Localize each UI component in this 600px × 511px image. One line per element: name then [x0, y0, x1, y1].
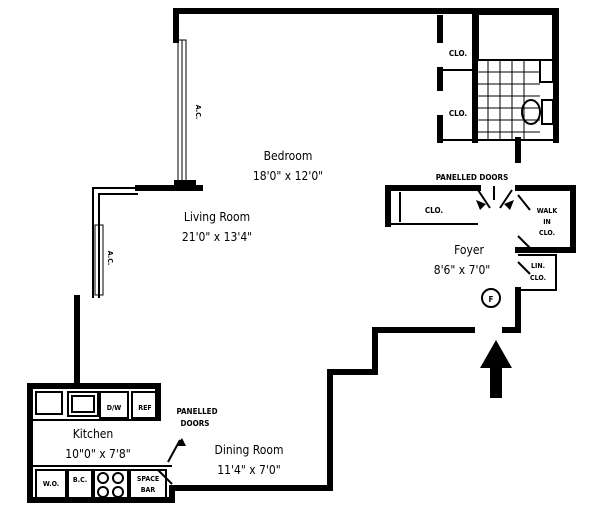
bedroom-closets [437, 8, 478, 143]
kitchen-size: 10"0" x 7'8" [65, 447, 130, 461]
closet-label: CLO. [449, 49, 467, 58]
foyer-name: Foyer [454, 243, 484, 257]
wall-walkin-closet [515, 185, 576, 253]
kitchen-space-label: SPACE [137, 475, 159, 483]
closet-label: CLO. [425, 206, 443, 215]
kitchen-dw-label: D/W [107, 404, 122, 412]
kitchen-bar-label: BAR [141, 486, 156, 494]
wall-linen-closet [518, 254, 557, 291]
wall-stepped [169, 327, 475, 491]
dining-room-name: Dining Room [215, 443, 284, 457]
entry-arrow-icon [480, 340, 512, 398]
bedroom-name: Bedroom [264, 149, 313, 163]
kitchen-sink [35, 391, 63, 415]
panelled-doors-kitchen-label: DOORS [181, 419, 210, 428]
kitchen-name: Kitchen [73, 427, 114, 441]
linen-closet-label: LIN. [531, 262, 545, 270]
ac-label: A.C. [106, 251, 114, 265]
bathtub [477, 13, 554, 61]
kitchen-fixtures [30, 391, 186, 499]
burner-icon [112, 472, 124, 484]
refrigerator [131, 391, 159, 419]
kitchen-bc-label: B.C. [73, 476, 87, 484]
bathroom [477, 13, 554, 140]
burner-icon [112, 486, 124, 498]
bedroom-window [174, 39, 196, 190]
burner-icon [97, 472, 109, 484]
panelled-doors-label: PANELLED DOORS [436, 173, 509, 182]
kitchen-ref-label: REF [138, 404, 151, 412]
living-window [92, 187, 138, 298]
burner-icon [97, 486, 109, 498]
panelled-doors-foyer [476, 186, 514, 210]
entry-marker-label: F [489, 295, 494, 304]
walkin-closet-label: IN [543, 218, 551, 226]
dining-room-size: 11'4" x 7'0" [217, 463, 280, 477]
wall-kitchen-left [27, 383, 175, 503]
bath-tile-grid [478, 60, 540, 140]
bedroom-size: 18'0" x 12'0" [253, 169, 323, 183]
panelled-doors-kitchen-label: PANELLED [176, 407, 217, 416]
toilet [521, 99, 541, 125]
walkin-closet-label: CLO. [539, 229, 555, 237]
sink [539, 59, 554, 83]
kitchen-wo-label: W.O. [43, 480, 59, 488]
living-room-size: 21'0" x 13'4" [182, 230, 252, 244]
ac-label: A.C. [194, 105, 202, 119]
entry-marker [481, 288, 501, 308]
linen-closet-label: CLO. [530, 274, 546, 282]
foyer-size: 8'6" x 7'0" [434, 263, 491, 277]
living-room-name: Living Room [184, 210, 250, 224]
walkin-door [517, 194, 531, 275]
walkin-closet-label: WALK [537, 207, 559, 215]
closet-label: CLO. [449, 109, 467, 118]
